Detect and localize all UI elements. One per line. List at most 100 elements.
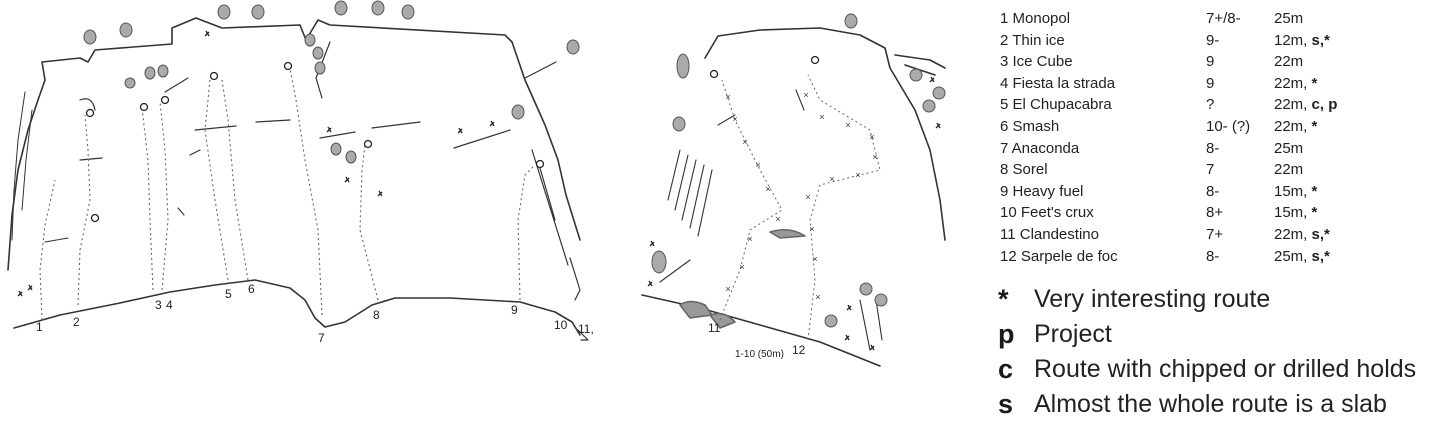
tree-icon [844,13,858,29]
route-name: 10 Feet's crux [1000,204,1094,222]
route-length: 22m, * [1274,73,1384,95]
anchor-icon [160,95,170,105]
tree-icon [824,314,838,328]
route-grade: ? [1206,96,1215,114]
tree-icon [401,4,415,20]
anchor-icon [535,159,545,169]
route-number-label: 3 [155,298,162,312]
route-number-label: 2 [73,315,80,329]
route-length: 12m, s,* [1274,30,1384,52]
route-length-value: 25m, [1274,247,1308,265]
tree-icon [371,0,385,16]
anchor-icon [363,139,373,149]
route-length-value: 22m, [1274,225,1308,243]
right-wall-chimney [859,299,883,351]
route-grade: 7 [1206,161,1215,179]
route-line-7 [289,67,323,316]
route-name: 12 Sarpele de foc [1000,247,1118,265]
asterisk-symbol: * [998,284,1009,314]
right-wall-boulders [679,228,806,329]
route-row: 5 El Chupacabra?22m, c, p [1000,94,1384,116]
route-length: 25m [1274,138,1384,160]
tree-icon [672,116,686,132]
tree-icon [124,77,136,89]
route-name: 8 Sorel [1000,161,1048,179]
tree-icon [345,150,357,164]
route-line-5 [204,79,229,281]
route-length-value: 15m, [1274,182,1308,200]
tree-icon [511,104,525,120]
route-name: 6 Smash [1000,117,1060,135]
route-length-value: 25m [1274,139,1304,157]
route-12-xmarks: ××××××××××× [803,90,877,302]
route-number-label: 10 [554,318,568,332]
legend: * Very interesting route p Project c Rou… [998,282,1416,422]
route-number-label: 6 [248,282,255,296]
route-number-label: 11 [708,321,721,335]
route-length-value: 22m, [1274,117,1308,135]
tree-icon [566,39,580,55]
right-wall-rim [704,27,946,241]
route-line-2 [77,114,91,306]
route-name: 4 Fiesta la strada [1000,74,1116,92]
route-tags: c, p [1311,96,1338,114]
right-wall-slabs [659,89,805,283]
route-number-label: 5 [225,287,232,301]
route-number-label: 12 [792,343,806,357]
grass-icon [204,30,210,37]
route-line-6 [221,79,249,281]
route-grade: 10- (?) [1206,117,1251,135]
route-name: 1 Monopol [1000,10,1071,27]
tree-icon [157,64,169,78]
route-grade: 7+ [1206,225,1224,243]
left-wall-right-edge [511,41,581,241]
grass-icon [844,304,875,351]
route-length-value: 12m, [1274,31,1308,49]
route-grade: 7+/8- [1206,10,1241,27]
anchor-icon [810,55,820,65]
route-number-label: 4 [166,298,173,312]
route-length: 22m, c, p [1274,94,1384,116]
route-number-label: 8 [373,308,380,322]
route-grade: 9 [1206,74,1215,92]
route-tags: * [1311,204,1318,222]
left-wall-ribs [11,91,33,241]
route-grade: 8- [1206,182,1220,200]
route-grade: 8- [1206,247,1220,265]
route-length: 22m [1274,159,1384,181]
left-wall-ledges [44,77,189,243]
left-wall-ground [13,279,581,336]
route-number-label: 1 [36,320,43,334]
route-grade: 8- [1206,139,1220,157]
route-tags: * [1311,74,1318,92]
route-line-12 [807,74,881,341]
tree-icon [859,282,873,296]
tree-icon [314,61,326,75]
route-name: 7 Anaconda [1000,139,1080,157]
route-length-value: 22m [1274,161,1304,179]
route-tags: s,* [1311,225,1330,243]
route-grade: 9- [1206,31,1220,49]
route-name: 3 Ice Cube [1000,53,1073,71]
route-length: 15m, * [1274,202,1384,224]
left-wall-ground-far [577,329,589,341]
route-row: 4 Fiesta la strada 9 22m, * [1000,73,1384,95]
tree-icon [312,46,324,60]
slab-symbol: s [998,389,1014,419]
route-number-label: 7 [318,331,325,345]
route-length: 15m, * [1274,181,1384,203]
chipped-symbol: c [998,354,1014,384]
route-length: 22m [1274,51,1384,73]
route-number-label: 9 [511,303,518,317]
tree-icon [874,293,888,307]
legend-text: Route with chipped or drilled holds [1034,355,1417,383]
route-line-8 [359,144,379,301]
tree-icon [251,4,265,20]
grass-icon [929,76,941,129]
